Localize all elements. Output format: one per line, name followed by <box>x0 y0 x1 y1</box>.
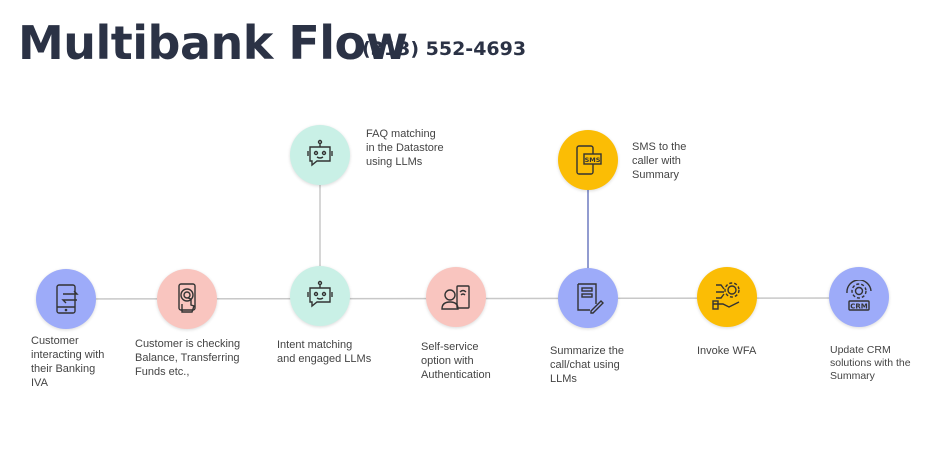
mobile-transfer-icon <box>56 284 79 314</box>
step-label: Intent matching and engaged LLMs <box>277 339 372 365</box>
branch-label: SMS to the caller with Summary <box>632 141 687 181</box>
step-label: Self-service option with Authentication <box>421 341 491 381</box>
step-label: Update CRM solutions with the Summary <box>830 344 911 382</box>
step-node-update-crm: CRM <box>829 267 889 327</box>
step-label: Summarize the call/chat using LLMs <box>550 345 624 385</box>
step-label: Invoke WFA <box>697 345 757 357</box>
step-node-invoke-wfa <box>697 267 757 327</box>
chatbot-icon <box>307 139 333 167</box>
fingerprint-touch-icon <box>178 283 196 313</box>
branch-node-sms: SMS <box>558 130 618 190</box>
step-node-intent-matching <box>290 266 350 326</box>
step-node-customer-iva <box>36 269 96 329</box>
step-label: Customer interacting with their Banking … <box>31 335 105 389</box>
step-label: Customer is checking Balance, Transferri… <box>135 338 241 378</box>
phone-number: (313) 552-4693 <box>362 38 527 60</box>
branch-label: FAQ matching in the Datastore using LLMs <box>366 128 444 168</box>
automation-hand-icon <box>712 282 740 310</box>
branch-node-faq-matching <box>290 125 350 185</box>
user-auth-icon <box>441 285 470 310</box>
page-title: Multibank Flow <box>18 16 408 70</box>
step-node-checking-balance <box>157 269 217 329</box>
chatbot-icon <box>307 280 333 308</box>
crm-icon-text: CRM <box>850 303 868 311</box>
crm-gear-icon: CRM <box>846 280 872 311</box>
sms-icon-text: SMS <box>585 156 601 164</box>
sms-phone-icon: SMS <box>576 145 602 175</box>
document-edit-icon <box>577 283 604 314</box>
step-node-summarize <box>558 268 618 328</box>
step-node-self-service <box>426 267 486 327</box>
